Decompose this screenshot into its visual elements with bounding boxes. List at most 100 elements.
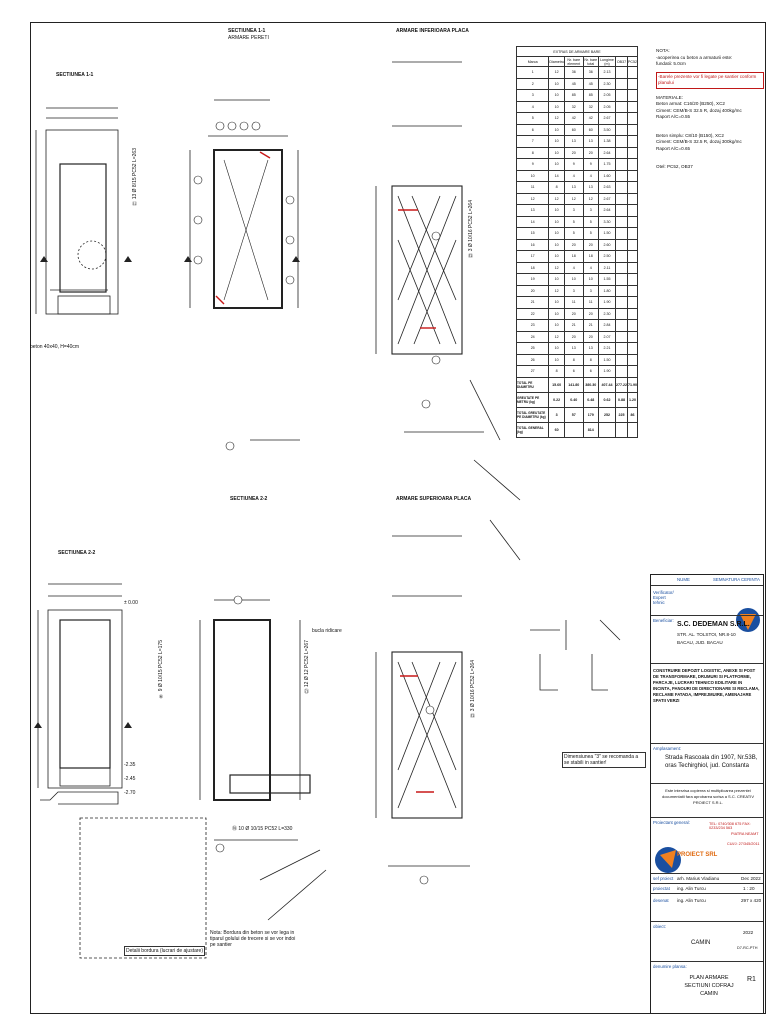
table-cell: 10 xyxy=(548,227,565,240)
table-cell xyxy=(614,66,628,79)
tb-format: 297 x 420 xyxy=(741,898,762,903)
table-cell: 2.30 xyxy=(597,77,616,90)
table-cell: 12 xyxy=(548,284,565,297)
table-cell: 13 xyxy=(563,181,584,194)
table-cell xyxy=(614,307,628,320)
table-cell: 11 xyxy=(515,181,550,194)
table-cell: 14 xyxy=(515,215,550,228)
table-cell: 8 xyxy=(563,353,584,366)
table-cell xyxy=(626,273,639,286)
section-title: SECTIUNEA 2-2 xyxy=(58,550,96,556)
notes-panel: NOTA: -acoperirea cu beton a armaturii e… xyxy=(656,48,764,171)
table-cell xyxy=(614,273,628,286)
table-cell: 2 xyxy=(515,77,550,90)
tb-designed: ing. Alin Turcu xyxy=(677,886,706,891)
table-cell xyxy=(626,284,639,297)
table-cell: 10 xyxy=(548,89,565,102)
table-cell: 17 xyxy=(515,250,550,263)
table-cell: 1.75 xyxy=(597,158,616,171)
tb-col-requirement: CERINTA xyxy=(741,577,760,582)
table-cell: 16 xyxy=(515,238,550,251)
table-cell: 0.62 xyxy=(597,391,616,408)
table-cell xyxy=(626,261,639,274)
table-cell xyxy=(626,169,639,182)
table-cell: 380.30 xyxy=(582,376,599,393)
table-cell xyxy=(614,238,628,251)
level-mark: -2.35 xyxy=(124,762,136,768)
table-cell: 32 xyxy=(563,100,584,113)
table-cell: 10 xyxy=(548,158,565,171)
table-cell: 10 xyxy=(515,169,550,182)
table-cell: 252 xyxy=(597,406,616,423)
table-cell: 1.38 xyxy=(597,135,616,148)
table-cell: 20 xyxy=(582,307,599,320)
table-cell: 36 xyxy=(563,66,584,79)
materials-line: Beton armat: C16/20 (B250), XC2 xyxy=(656,101,725,106)
table-cell: 13 xyxy=(582,342,599,355)
table-cell xyxy=(626,192,639,205)
table-cell: 1 xyxy=(515,66,550,79)
table-cell: 2.13 xyxy=(597,66,616,79)
table-cell: 25 xyxy=(515,342,550,355)
table-cell: 20 xyxy=(563,238,584,251)
table-cell: 1.90 xyxy=(597,296,616,309)
table-cell xyxy=(614,169,628,182)
table-cell: 60 xyxy=(563,123,584,136)
table-cell: 9 xyxy=(563,158,584,171)
table-cell xyxy=(626,296,639,309)
table-cell: 1.20 xyxy=(626,391,639,408)
table-cell: 179 xyxy=(582,406,599,423)
table-cell: 13 xyxy=(582,135,599,148)
table-cell: TOTAL PE DIAMETRU xyxy=(515,376,550,393)
tb-drawn-label: desenat xyxy=(653,898,669,903)
tb-chief-label: sef proiect xyxy=(653,876,674,881)
table-cell xyxy=(614,77,628,90)
section-subtitle: ARMARE PERETI xyxy=(228,35,269,41)
table-cell xyxy=(626,238,639,251)
section-title: SECTIUNEA 1-1 xyxy=(228,28,266,34)
table-cell: 10 xyxy=(548,100,565,113)
table-cell xyxy=(626,330,639,343)
bar-label: ⑪ 13 Ø 8/15 PC52 L=263 xyxy=(132,148,138,206)
tb-date: Dec 2022 xyxy=(741,876,761,881)
table-cell: 85 xyxy=(563,89,584,102)
table-cell: 20 xyxy=(563,146,584,159)
drawing-sheet xyxy=(30,22,766,1014)
tb-year: 2022 xyxy=(743,930,754,935)
table-cell xyxy=(614,192,628,205)
table-cell: 10 xyxy=(548,353,565,366)
table-cell xyxy=(597,421,616,438)
table-cell: 8 xyxy=(582,353,599,366)
table-cell: 11 xyxy=(563,296,584,309)
table-cell: 10 xyxy=(548,135,565,148)
table-cell: 3 xyxy=(515,89,550,102)
section-title: ARMARE INFERIOARA PLACA xyxy=(396,28,469,34)
table-cell: 15 xyxy=(515,227,550,240)
table-cell: 10 xyxy=(563,273,584,286)
table-cell: 5 xyxy=(563,227,584,240)
table-cell: 6 xyxy=(515,123,550,136)
table-cell: 32 xyxy=(582,100,599,113)
table-cell: 85 xyxy=(582,89,599,102)
table-cell: 1.50 xyxy=(597,353,616,366)
table-cell: 11 xyxy=(582,296,599,309)
table-header-cell: Diametru xyxy=(548,56,565,67)
table-cell: 12 xyxy=(548,261,565,274)
table-cell: 14 xyxy=(548,169,565,182)
tb-scale: 1 : 20 xyxy=(743,886,755,891)
table-cell: 2.60 xyxy=(597,238,616,251)
table-cell xyxy=(626,319,639,332)
beton-note: beton 40x40, H=40cm xyxy=(30,344,80,350)
table-cell: 2.11 xyxy=(597,261,616,274)
table-cell: 1.90 xyxy=(597,365,616,378)
table-cell: 10 xyxy=(548,238,565,251)
table-cell: 2.67 xyxy=(597,112,616,125)
